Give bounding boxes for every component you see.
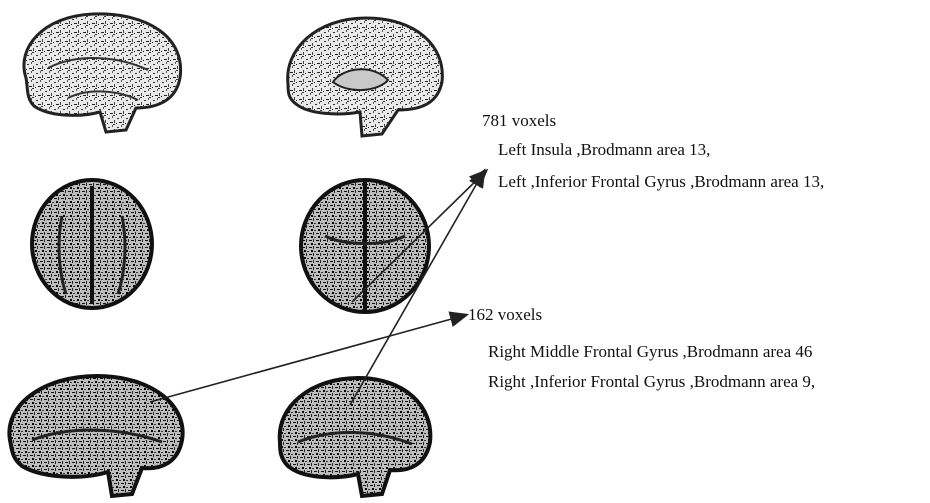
cluster-2-region-1: Right Middle Frontal Gyrus ,Brodmann are… bbox=[488, 342, 812, 362]
arrow-to-781-voxels-a bbox=[350, 171, 484, 405]
cluster-1-region-2: Left ,Inferior Frontal Gyrus ,Brodmann a… bbox=[498, 172, 824, 192]
cluster-2-region-2: Right ,Inferior Frontal Gyrus ,Brodmann … bbox=[488, 372, 815, 392]
cluster-1-region-1: Left Insula ,Brodmann area 13, bbox=[498, 140, 710, 160]
cluster-2-voxel-count: 162 voxels bbox=[468, 305, 542, 325]
arrow-to-781-voxels-b bbox=[352, 171, 486, 302]
arrow-to-162-voxels bbox=[150, 315, 466, 402]
cluster-1-voxel-count: 781 voxels bbox=[482, 111, 556, 131]
